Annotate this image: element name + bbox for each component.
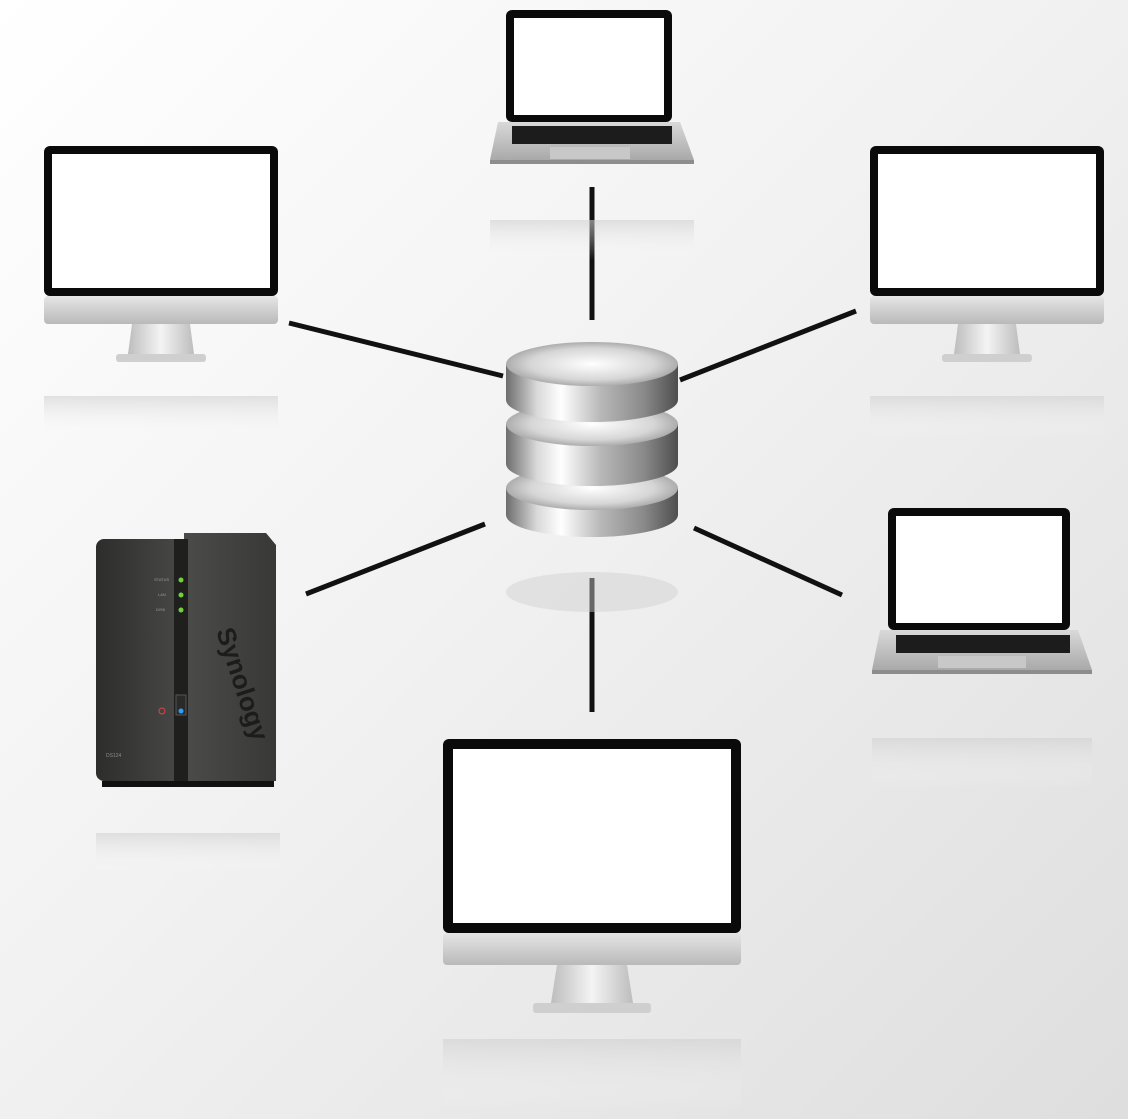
link-left-monitor: [288, 320, 504, 379]
laptop-icon: [872, 508, 1092, 788]
monitor-icon: [870, 146, 1104, 438]
link-right-monitor: [679, 308, 857, 383]
database-icon: [506, 342, 678, 612]
led-label-lan: LAN: [158, 592, 166, 597]
led-label-status: STATUS: [154, 577, 170, 582]
nas-led-labels: STATUS LAN DISK: [154, 577, 170, 612]
link-nas: [305, 521, 486, 597]
nas-model: DS124: [106, 753, 122, 759]
connection-lines: [288, 187, 857, 712]
nas-icon: STATUS LAN DISK DS124 Synology: [96, 533, 280, 873]
monitor-icon: [44, 146, 278, 438]
led-label-disk: DISK: [156, 607, 166, 612]
monitor-icon: [443, 739, 741, 1109]
link-right-laptop: [692, 525, 844, 598]
laptop-icon: [490, 10, 694, 260]
